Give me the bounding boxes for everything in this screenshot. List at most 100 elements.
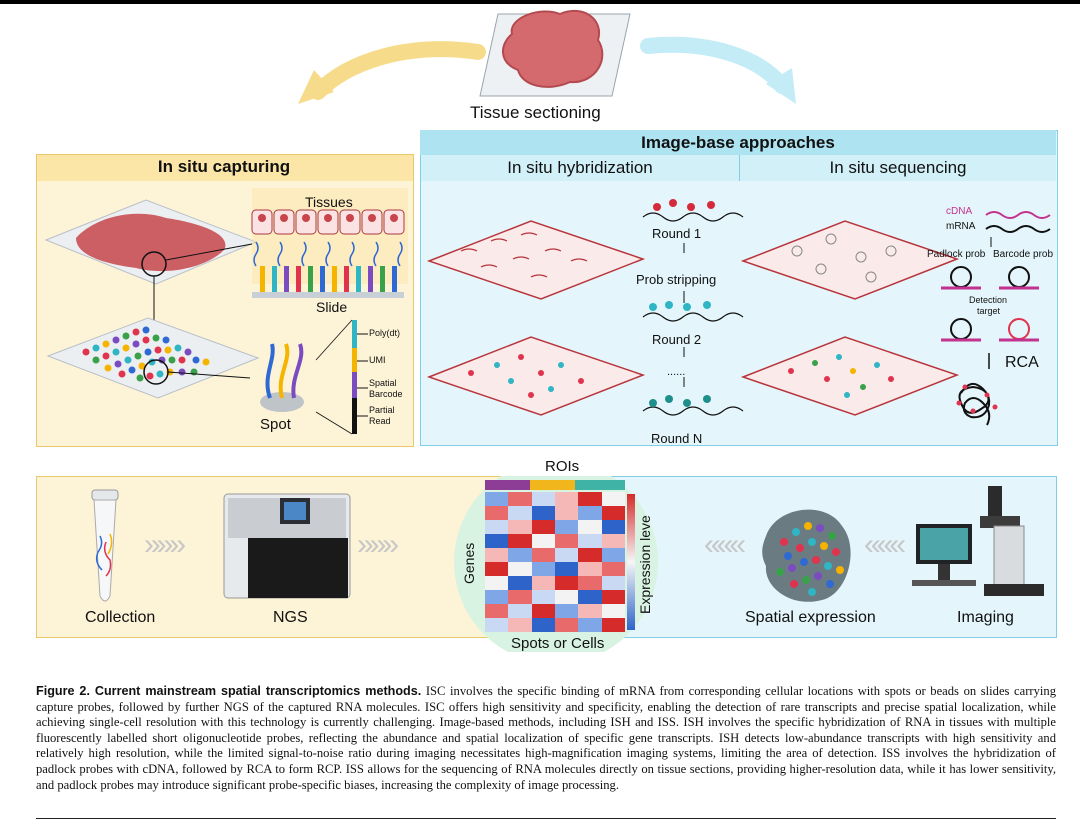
iss-detection: Detection: [969, 295, 1008, 305]
heatmap-cell: [531, 576, 555, 590]
iss-upper-slide: [740, 220, 960, 300]
heatmap-cell: [508, 576, 532, 590]
heatmap-cell: [601, 492, 625, 506]
heatmap-cell: [485, 562, 509, 576]
heatmap-cell: [601, 520, 625, 534]
rois-label: ROIs: [545, 458, 580, 475]
heatmap-cell: [531, 590, 555, 604]
spatial-expression-icon: [762, 509, 851, 602]
tissue-blob: [502, 9, 604, 88]
image-based-illustration: [426, 199, 1051, 426]
image-based-header: [420, 130, 1056, 155]
heatmap-cell: [555, 534, 579, 548]
ish-roundN: Round N: [651, 431, 703, 446]
isc-slide-label: Slide: [316, 299, 348, 315]
ish-title: In situ hybridization: [507, 158, 653, 177]
rois-bar: [485, 480, 625, 490]
heatmap-cell: [508, 548, 532, 562]
heatmap-cell: [601, 562, 625, 576]
expression-level-label: Expression leve: [637, 515, 653, 614]
probe-part-barcode: Barcode: [369, 389, 403, 399]
heatmap-cell: [578, 576, 602, 590]
expression-colorbar: [627, 494, 635, 630]
heatmap-cell: [508, 604, 532, 618]
heatmap-cell: [485, 534, 509, 548]
heatmap-cell: [578, 520, 602, 534]
chevron-right-icon-1: »»»: [144, 528, 186, 561]
probe-part-partial: Partial: [369, 405, 395, 415]
spots-cells-label: Spots or Cells: [511, 635, 605, 652]
heatmap-cell: [555, 520, 579, 534]
heatmap-cell: [578, 618, 602, 632]
heatmap-cell: [508, 520, 532, 534]
isc-title: In situ capturing: [157, 157, 291, 176]
iss-rca: RCA: [1005, 354, 1039, 371]
iss-padlock: Padlock prob: [927, 249, 986, 260]
ish-lower-slide: [426, 336, 646, 416]
chevron-left-icon-1: «««: [704, 528, 746, 561]
heatmap-cell: [601, 548, 625, 562]
heatmap-cell: [485, 492, 509, 506]
rca-product: [956, 382, 998, 426]
collection-tube-icon: [91, 489, 119, 602]
heatmap-cell: [485, 576, 509, 590]
left-arrowhead: [298, 70, 334, 104]
roi-segment-3: [575, 480, 625, 490]
isc-illustration: [44, 188, 408, 435]
heatmap-cell: [531, 548, 555, 562]
heatmap-cell: [485, 548, 509, 562]
heatmap-cell: [508, 534, 532, 548]
heatmap-cell: [601, 534, 625, 548]
isc-upper-tissue: [76, 213, 226, 272]
heatmap-cell: [555, 590, 579, 604]
heatmap-cell: [555, 548, 579, 562]
isc-probe-bars: [260, 266, 397, 292]
isc-tissues-label: Tissues: [305, 194, 353, 210]
heatmap-cell: [578, 492, 602, 506]
heatmap-cell: [508, 492, 532, 506]
heatmap-cell: [485, 604, 509, 618]
heatmap-cell: [578, 604, 602, 618]
spatial-expression-label: Spatial expression: [745, 609, 876, 626]
heatmap-cell: [485, 590, 509, 604]
iss-mrna: mRNA: [946, 221, 976, 232]
right-curved-arrow: [640, 36, 790, 94]
ngs-sequencer-icon: [223, 493, 351, 599]
figure-caption: Figure 2. Current mainstream spatial tra…: [36, 684, 1056, 793]
ish-upper-slide: [426, 220, 646, 300]
heatmap-cell: [578, 590, 602, 604]
probe-part-spatial: Spatial: [369, 378, 397, 388]
ngs-label: NGS: [273, 609, 308, 626]
top-border: [0, 0, 1080, 4]
roi-segment-1: [485, 480, 530, 490]
image-based-title: Image-base approaches: [641, 133, 835, 152]
heatmap-cell: [485, 520, 509, 534]
right-arrowhead: [766, 68, 796, 104]
top-illustration: [298, 9, 796, 104]
caption-rule: [36, 818, 1056, 819]
heatmap-cell: [601, 506, 625, 520]
genes-label: Genes: [461, 542, 477, 584]
iss-target: target: [977, 306, 1001, 316]
probe-part-polydt: Poly(dt): [369, 328, 401, 338]
heatmap-cell: [555, 618, 579, 632]
isc-spot-label: Spot: [260, 416, 291, 433]
heatmap-cell: [578, 562, 602, 576]
caption-label: Figure 2. Current mainstream spatial tra…: [36, 684, 422, 698]
ish-round2: Round 2: [652, 332, 702, 347]
iss-cdna: cDNA: [946, 206, 973, 217]
heatmap-cell: [555, 506, 579, 520]
heatmap-cell: [508, 590, 532, 604]
isc-spot-array: [82, 326, 210, 382]
heatmap-cell: [578, 506, 602, 520]
caption-text: ISC involves the specific binding of mRN…: [36, 684, 1057, 792]
heatmap-cell: [508, 506, 532, 520]
tissue-sectioning-label: Tissue sectioning: [470, 103, 601, 122]
isc-panel-header: [36, 154, 414, 181]
heatmap-cell: [555, 562, 579, 576]
heatmap-cell: [531, 506, 555, 520]
heatmap-cell: [531, 604, 555, 618]
heatmap-cell: [601, 590, 625, 604]
heatmap-cell: [531, 520, 555, 534]
ish-round1: Round 1: [652, 226, 702, 241]
